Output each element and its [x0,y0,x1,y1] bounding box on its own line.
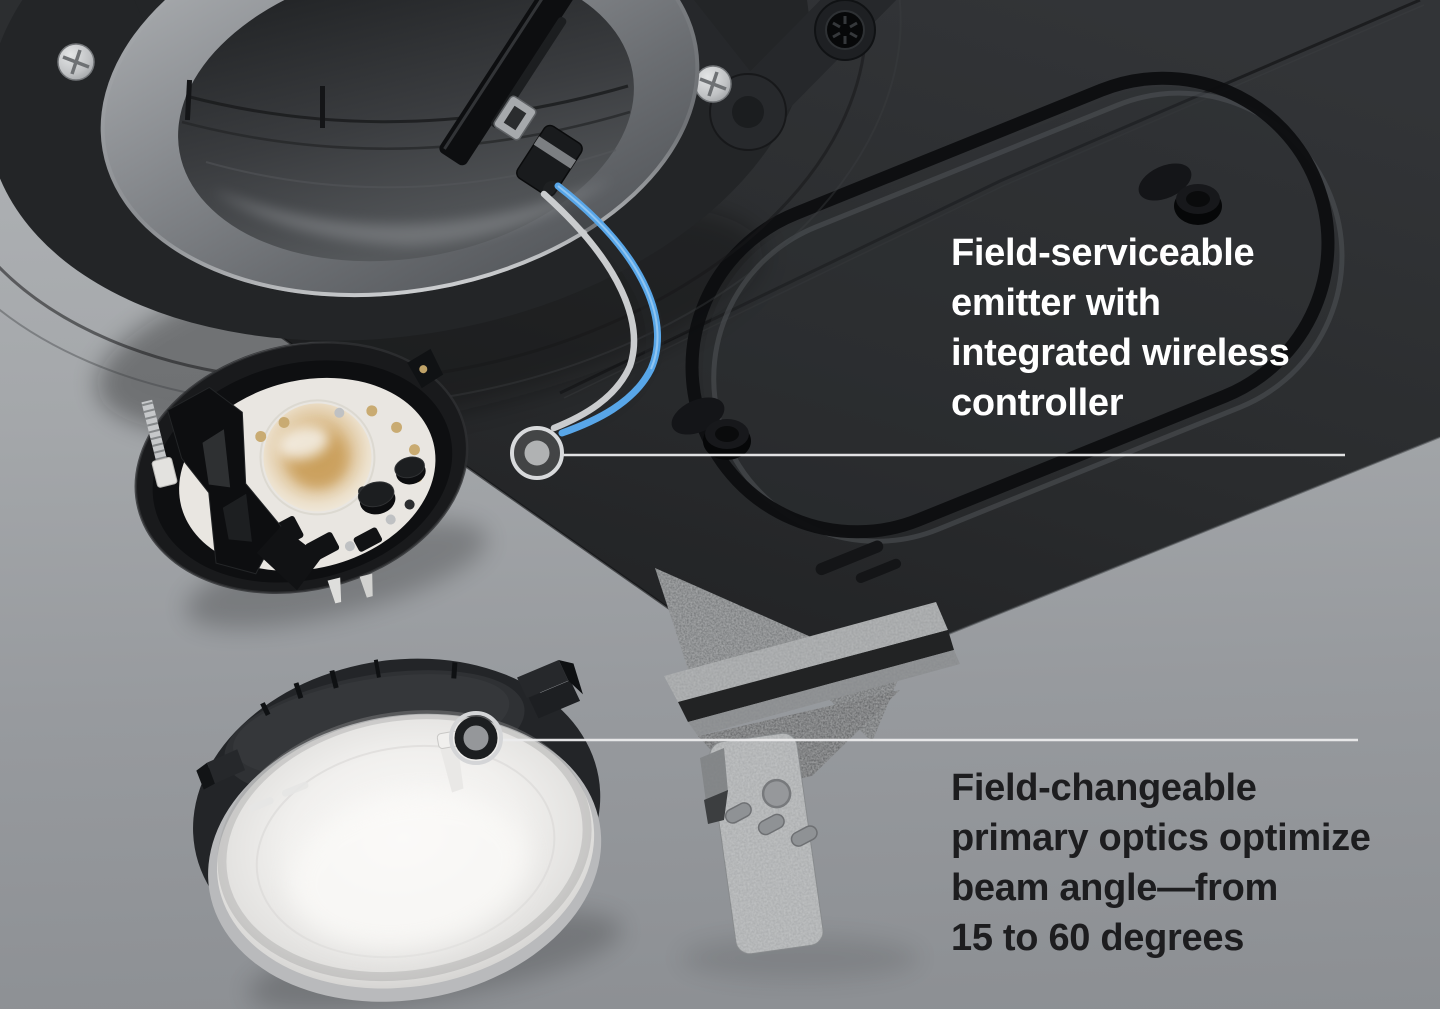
capacitors [357,456,426,515]
circle-ring-icon [449,711,503,765]
bracket-slot [724,802,752,824]
cover-plate-groove [671,71,1345,544]
callout-optics-label: Field-changeable primary optics optimize… [951,767,1371,959]
optic-tab-left [207,749,245,784]
plate-slots [815,540,902,584]
gray-wire [540,190,638,432]
connector-clip [493,95,537,141]
mounting-bracket [655,568,960,980]
bracket-slot [790,825,818,847]
callout-emitter-leader [510,426,1345,480]
cover-fastener-bottom [671,397,751,460]
flange-arc-outer [0,0,902,408]
wire-harness [439,0,664,445]
flange-arc-inner [0,0,868,383]
optic-tab-right [517,660,583,719]
cover-fastener-top [1138,163,1222,225]
phillips-screw-icon [694,65,732,103]
callout-optics-leader [449,711,1358,765]
connector-coupler [516,124,583,197]
plate-seam [559,0,1421,395]
torx-screw-icon [814,0,876,61]
phillips-screw-icon [57,43,95,81]
bore-sheen [212,178,614,246]
spring-clip-left [141,386,322,591]
bracket-plate [709,732,824,955]
bracket-hole [761,778,792,809]
emitter-module [134,341,488,629]
bracket-rail [664,602,948,702]
bracket-slot [757,813,785,836]
optic-module [193,658,623,1009]
optic-index-marks [260,659,458,716]
callout-emitter-label: Field-serviceable emitter with integrate… [951,232,1290,424]
